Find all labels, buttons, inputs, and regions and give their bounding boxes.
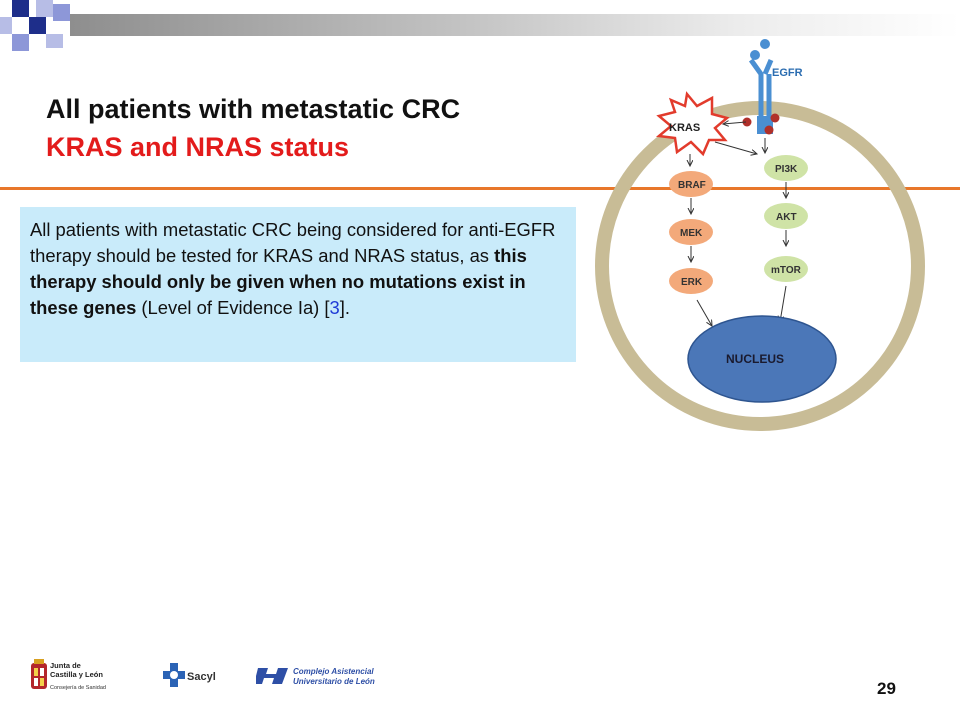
mtor-node [764, 256, 808, 282]
mek-label: MEK [680, 228, 703, 239]
caul-emblem-icon [256, 668, 288, 684]
erk-node [669, 268, 713, 294]
evidence-level-text: (Level of Evidence Ia) [ [136, 297, 330, 318]
slide-subtitle: KRAS and NRAS status [46, 132, 350, 162]
slide-number: 29 [877, 679, 896, 698]
nucleus [687, 315, 837, 403]
akt-node [764, 203, 808, 229]
kras-label: KRAS [669, 122, 700, 134]
slide-title: All patients with metastatic CRC [46, 94, 461, 124]
header-gradient-bar [70, 14, 960, 36]
egfr-pathway-diagram: EGFR KRAS BRAF MEK ERK PI3K AKT mTOR NUC… [595, 39, 925, 431]
caul-line1: Complejo Asistencial [293, 667, 374, 676]
caul-line2: Universitario de León [293, 677, 375, 686]
pi3k-label: PI3K [775, 164, 798, 175]
recommendation-text: All patients with metastatic CRC being c… [30, 219, 556, 266]
recommendation-box: All patients with metastatic CRC being c… [20, 207, 576, 362]
kras-burst-icon [655, 91, 730, 157]
egfr-receptor-icon [742, 39, 780, 135]
junta-line1: Junta de [50, 661, 81, 670]
erk-label: ERK [681, 277, 703, 288]
akt-label: AKT [776, 212, 797, 223]
coat-of-arms-icon [31, 659, 47, 689]
reference-link[interactable]: 3 [329, 297, 340, 318]
sacyl-cross-icon [163, 663, 185, 687]
mtor-label: mTOR [771, 265, 802, 276]
junta-line2: Castilla y León [50, 670, 103, 679]
corner-decoration [0, 0, 80, 56]
sacyl-text: Sacyl [187, 671, 216, 683]
junta-line3: Consejería de Sanidad [50, 685, 106, 691]
junta-castilla-leon-logo: Junta de Castilla y León Consejería de S… [30, 657, 110, 697]
braf-node [669, 171, 713, 197]
braf-label: BRAF [678, 180, 706, 191]
nucleus-label: NUCLEUS [726, 352, 784, 366]
complejo-asistencial-logo: Complejo Asistencial Universitario de Le… [256, 664, 386, 692]
recommendation-emphasis: this therapy should only be given when n… [30, 245, 527, 318]
title-divider [0, 187, 960, 190]
pi3k-node [764, 155, 808, 181]
mek-node [669, 219, 713, 245]
egfr-label: EGFR [772, 67, 803, 79]
sacyl-logo: Sacyl [161, 663, 221, 693]
closing-text: ]. [339, 297, 350, 318]
